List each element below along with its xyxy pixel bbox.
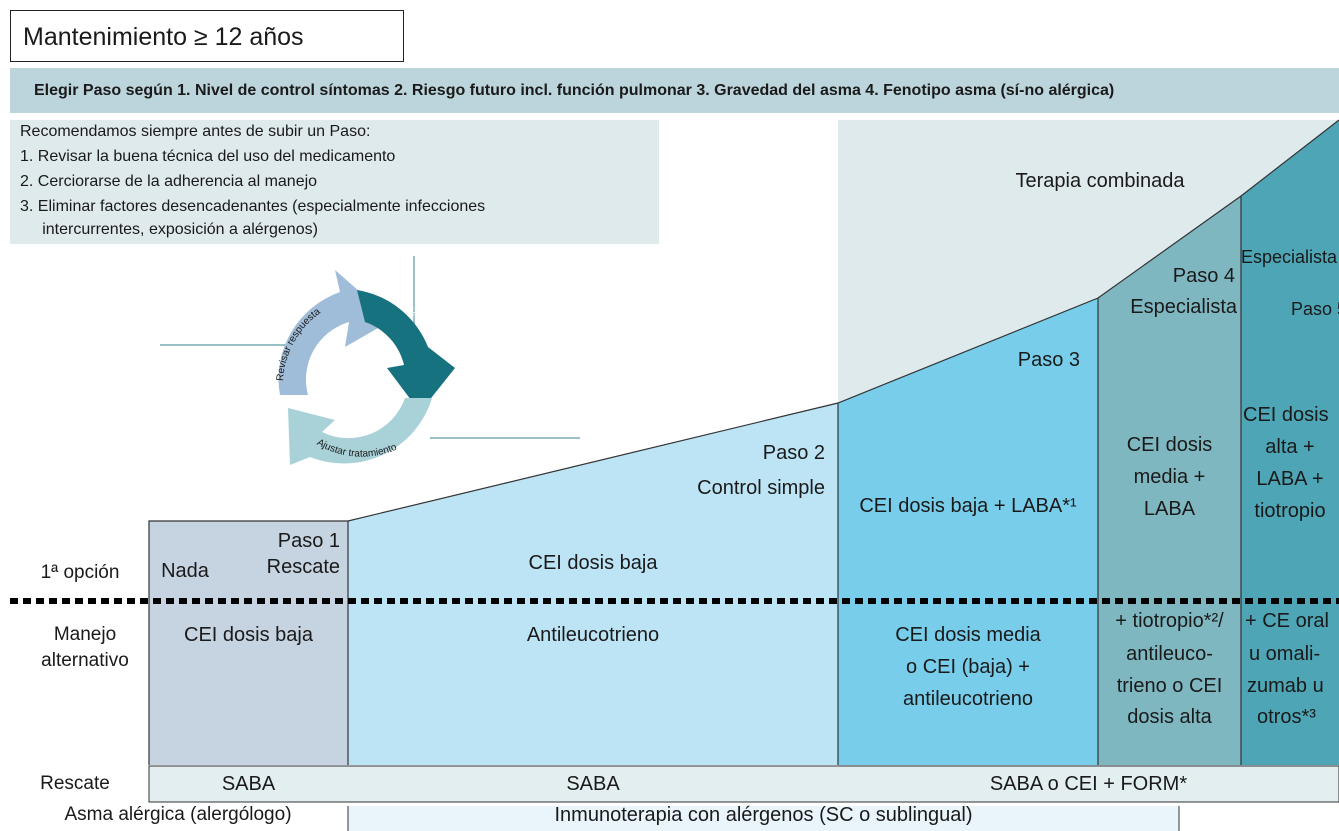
recommendation-item: 2. Cerciorarse de la adherencia al manej… xyxy=(20,173,318,190)
step4-first-option: CEI dosis xyxy=(1126,434,1213,456)
step5-alternative: zumab u xyxy=(1247,675,1324,697)
recommendation-item: 1. Revisar la buena técnica del uso del … xyxy=(20,148,396,165)
step4-alternative: antileuco- xyxy=(1126,643,1213,665)
row-label-alternative: Manejo xyxy=(53,624,117,645)
step5-first-option: tiotropio xyxy=(1254,500,1326,522)
step5-column: Paso 5 Especialista CEI dosis alta + LAB… xyxy=(1241,120,1339,765)
step3-area xyxy=(838,298,1098,765)
step3-alternative: CEI dosis media xyxy=(895,624,1041,646)
row-label-alternative: alternativo xyxy=(41,650,129,671)
step5-first-option: alta + xyxy=(1265,436,1315,458)
step3-name: Paso 3 xyxy=(1017,349,1080,371)
rescue-value-step1: SABA xyxy=(221,773,276,795)
step5-name: Paso 5 xyxy=(1291,299,1339,319)
allergic-row xyxy=(348,806,1179,831)
step3-first-option: CEI dosis baja + LABA*¹ xyxy=(859,495,1077,517)
step5-alternative: u omali- xyxy=(1249,643,1321,665)
step3-alternative: antileucotrieno xyxy=(902,688,1034,710)
row-label-allergic: Asma alérgica (alergólogo) xyxy=(64,804,292,825)
step3-alternative: o CEI (baja) + xyxy=(906,656,1030,678)
step4-alternative: trieno o CEI xyxy=(1116,675,1223,697)
step1-alternative: CEI dosis baja xyxy=(184,624,313,646)
step1-name: Rescate xyxy=(266,556,340,578)
step2-alternative: Antileucotrieno xyxy=(526,624,660,646)
step5-first-option: CEI dosis xyxy=(1243,404,1329,426)
rescue-row xyxy=(148,765,1339,803)
step2-area xyxy=(348,403,838,765)
recommendation-item: 3. Eliminar factores desencadenantes (es… xyxy=(20,198,486,215)
step1-name: Paso 1 xyxy=(277,530,340,552)
step5-alternative: + CE oral xyxy=(1245,610,1329,632)
step5-first-option: LABA + xyxy=(1256,468,1324,490)
step4-name: Paso 4 xyxy=(1172,265,1235,287)
recommendations-box: Recomendamos siempre antes de subir un P… xyxy=(10,120,659,244)
step4-first-option: LABA xyxy=(1143,498,1196,520)
step2-name: Control simple xyxy=(697,477,825,499)
step4-name: Especialista xyxy=(1130,296,1237,318)
row-label-rescue: Rescate xyxy=(40,773,110,794)
recommendation-item: intercurrentes, exposición a alérgenos) xyxy=(20,221,318,238)
step4-first-option: media + xyxy=(1133,466,1206,488)
step2-name: Paso 2 xyxy=(762,442,825,464)
step1-first-option: Nada xyxy=(161,560,209,582)
step4-alternative: dosis alta xyxy=(1127,706,1212,728)
step1-area xyxy=(149,521,348,765)
step2-first-option: CEI dosis baja xyxy=(528,552,658,574)
step5-name: Especialista xyxy=(1241,247,1338,267)
selection-criteria-banner: Elegir Paso según 1. Nivel de control sí… xyxy=(10,68,1339,113)
step4-alternative: + tiotropio*²/ xyxy=(1115,610,1224,632)
row-label-first-option: 1ª opción xyxy=(40,562,120,583)
cycle-icon xyxy=(278,270,455,465)
rescue-value-steps3-5: SABA o CEI + FORM* xyxy=(989,773,1188,795)
step4-area xyxy=(1098,196,1241,765)
page-title: Mantenimiento ≥ 12 años xyxy=(10,10,404,62)
combined-therapy-label: Terapia combinada xyxy=(1015,170,1185,192)
allergic-therapy: Inmunoterapia con alérgenos (SC o sublin… xyxy=(554,804,973,826)
rescue-value-step2: SABA xyxy=(566,773,620,795)
recommendations-heading: Recomendamos siempre antes de subir un P… xyxy=(20,123,371,140)
step5-alternative: otros*³ xyxy=(1257,706,1316,728)
